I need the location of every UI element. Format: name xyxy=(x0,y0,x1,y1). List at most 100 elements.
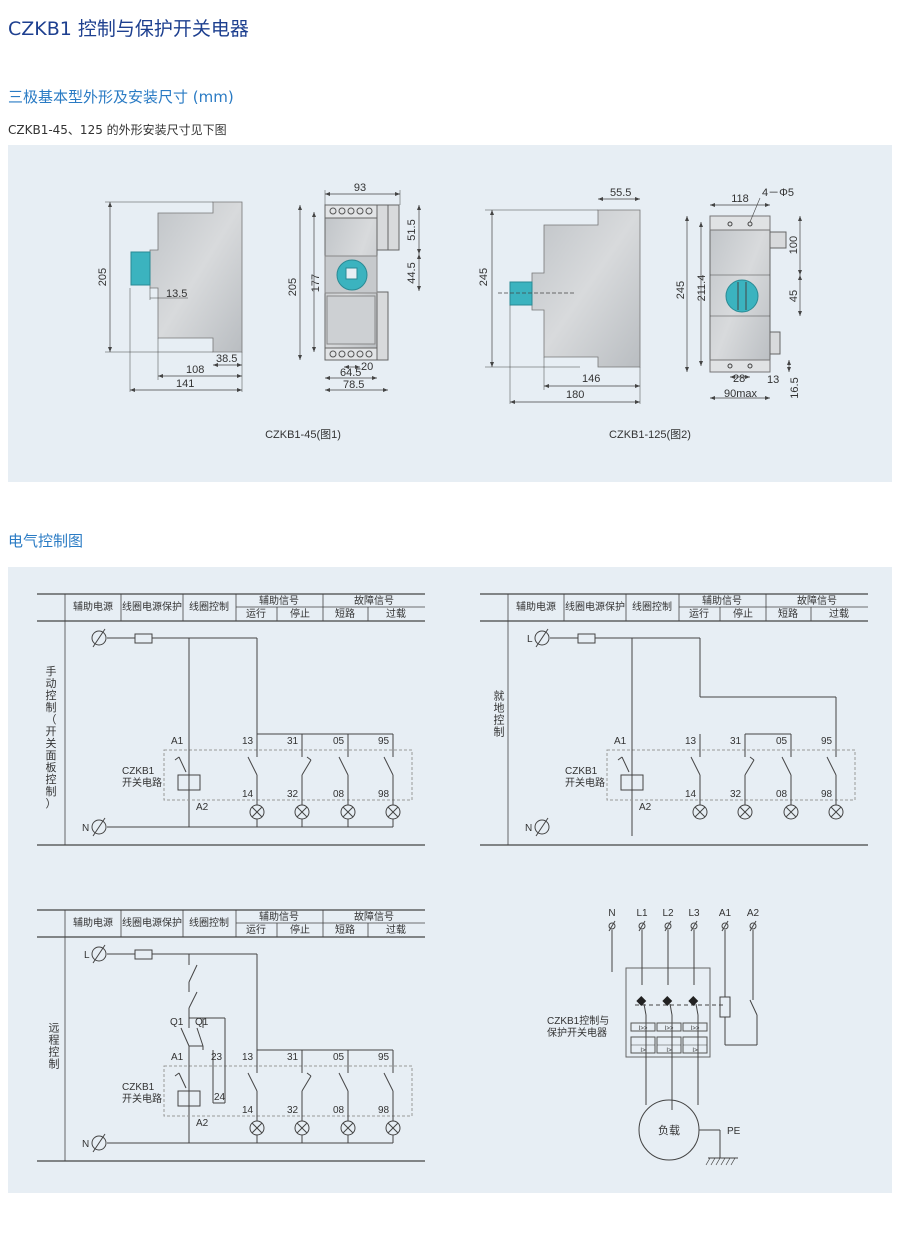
label: 55.5 xyxy=(610,187,631,199)
header-run: 运行 xyxy=(689,607,709,620)
aux-module xyxy=(769,331,781,355)
terminal-slash xyxy=(721,920,729,932)
aux-module xyxy=(769,231,787,249)
manual-contact xyxy=(174,756,180,761)
window xyxy=(326,295,376,345)
trip-magnetic xyxy=(682,1022,708,1032)
screw-icon xyxy=(347,350,355,358)
trip-magnetic xyxy=(656,1022,682,1032)
label: 78.5 xyxy=(343,379,364,391)
lamp-x xyxy=(342,1122,354,1134)
terminal-number: 95 xyxy=(378,736,390,747)
ground-hatch xyxy=(720,1157,726,1166)
ground-hatch xyxy=(715,1157,721,1166)
device-label: 开关电路 xyxy=(122,1092,162,1105)
dimension-arrow xyxy=(730,375,750,379)
wire xyxy=(749,999,758,1016)
label: N xyxy=(82,1139,89,1150)
phase-wire xyxy=(669,1003,673,1016)
device-label: CZKB1 xyxy=(122,766,155,777)
terminal-number: 13 xyxy=(242,736,254,747)
label: 177 xyxy=(310,274,322,292)
terminal-number: 95 xyxy=(821,736,833,747)
breaker-contact-icon xyxy=(636,996,647,1006)
label: A2 xyxy=(639,802,652,813)
terminal-number: 98 xyxy=(378,789,390,800)
screw-icon xyxy=(338,207,346,215)
header-short: 短路 xyxy=(335,923,355,936)
diagram-side-label: 手动控制（开关面板控制） xyxy=(46,664,57,810)
contact-nc xyxy=(744,759,755,776)
terminal-slash xyxy=(664,920,672,932)
terminal-number: 05 xyxy=(776,736,788,747)
mounting-strip xyxy=(709,359,771,373)
label: 4－Φ5 xyxy=(762,187,794,199)
lamp-icon xyxy=(828,804,844,820)
mounting-strip xyxy=(709,215,771,231)
label: 20 xyxy=(361,361,373,373)
screw-icon xyxy=(338,350,346,358)
device-boundary xyxy=(606,749,856,801)
manual-contact xyxy=(174,1072,180,1077)
dimension-arrow xyxy=(344,365,360,369)
leader-line xyxy=(749,197,761,223)
trip-label: I> xyxy=(666,1048,672,1054)
contact-nc xyxy=(301,1075,312,1092)
label: 38.5 xyxy=(216,353,237,365)
contact-no xyxy=(338,1072,349,1092)
terminal-number: 13 xyxy=(242,1052,254,1063)
contact-nc xyxy=(306,756,312,761)
terminal-slash xyxy=(690,920,698,932)
lamp-x xyxy=(251,806,263,818)
diagram-side-label-remote: 远程控制 xyxy=(47,1022,59,1070)
device-side-view xyxy=(149,201,243,353)
lamp-icon xyxy=(783,804,799,820)
header-coil-protect: 线圈电源保护 xyxy=(122,600,182,613)
terminal-slash xyxy=(535,817,549,837)
header-coil-control: 线圈控制 xyxy=(189,600,229,613)
terminal-slash xyxy=(749,920,757,932)
terminal-l-icon xyxy=(91,946,107,962)
device-boundary xyxy=(163,1065,413,1117)
terminal-number: 31 xyxy=(730,736,742,747)
page-title: CZKB1 控制与保护开关电器 xyxy=(8,18,249,40)
header-run: 运行 xyxy=(246,607,266,620)
terminal-icon xyxy=(749,922,757,930)
aux-module xyxy=(376,291,389,361)
contact-no xyxy=(383,756,394,776)
coil-icon xyxy=(719,996,731,1018)
pe-label: PE xyxy=(727,1126,741,1137)
lamp-x xyxy=(739,806,751,818)
q1-contact xyxy=(180,1027,190,1047)
label: 205 xyxy=(287,278,299,296)
coil-icon xyxy=(620,774,644,791)
label: 13.5 xyxy=(166,288,187,300)
label: 16.5 xyxy=(789,377,801,398)
label: 28 xyxy=(733,373,745,385)
label: A2 xyxy=(196,1118,209,1129)
header-stop: 停止 xyxy=(290,923,310,936)
header-coil-control: 线圈控制 xyxy=(632,600,672,613)
header-coil-control: 线圈控制 xyxy=(189,916,229,929)
header-coil-protect: 线圈电源保护 xyxy=(122,916,182,929)
label: 211.4 xyxy=(696,275,708,302)
lamp-icon xyxy=(692,804,708,820)
terminal-l-icon xyxy=(91,630,107,646)
label: 23 xyxy=(211,1052,223,1063)
coil-icon xyxy=(177,1090,201,1107)
nc-pushbutton xyxy=(188,964,198,983)
label: A1 xyxy=(614,736,627,747)
header-aux-power: 辅助电源 xyxy=(73,916,113,929)
load-label: 负载 xyxy=(658,1123,680,1137)
label: 44.5 xyxy=(406,262,418,283)
terminal-icon xyxy=(721,922,729,930)
label: A1 xyxy=(171,736,184,747)
aux-module xyxy=(387,204,400,251)
nc-pushbutton xyxy=(188,991,198,1009)
terminal-number: 05 xyxy=(333,736,345,747)
label: 245 xyxy=(478,268,490,286)
mounting-hole-icon xyxy=(727,221,733,227)
contact-nc xyxy=(301,759,312,776)
terminal-slash xyxy=(92,817,106,837)
figure1-caption: CZKB1-45(图1) xyxy=(265,428,341,441)
